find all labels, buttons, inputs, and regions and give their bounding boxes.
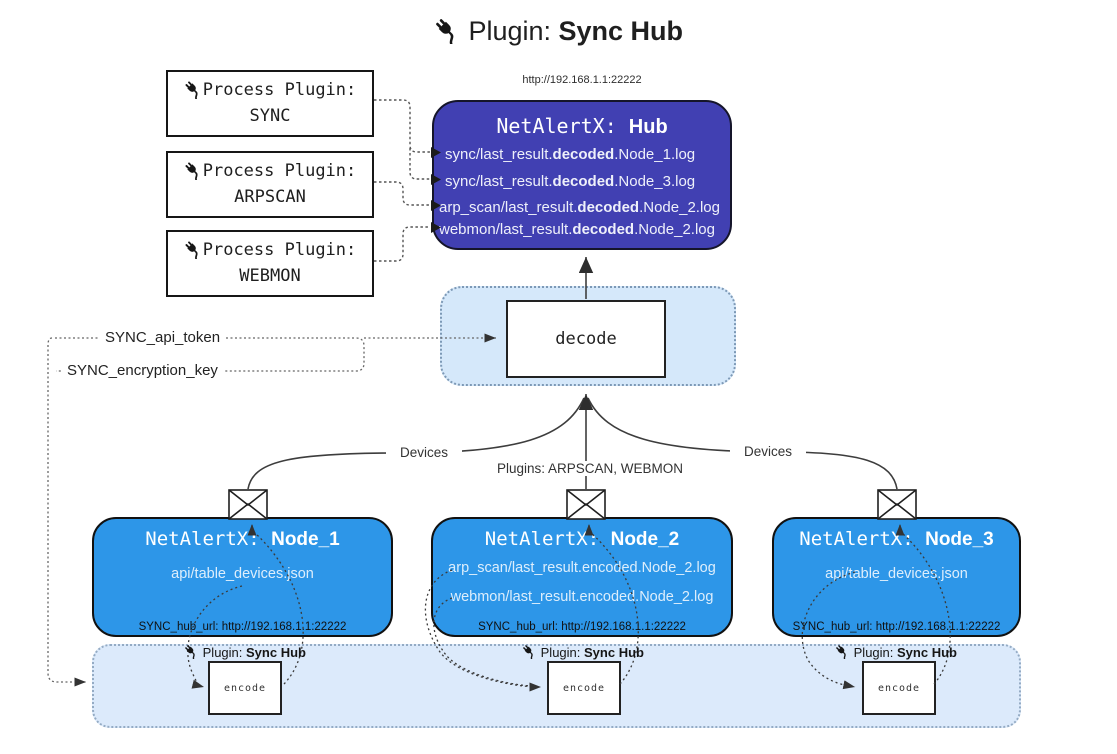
hub-log-line: webmon/last_result.decoded.Node_2.log [439,221,715,238]
process-plugin-box-webmon: Process Plugin: WEBMON [166,230,374,297]
hub-log-line: sync/last_result.decoded.Node_1.log [445,146,696,163]
plugin-to-hub-connectors [374,99,430,262]
process-plugin-box-arpscan: Process Plugin: ARPSCAN [166,151,374,218]
node-file: api/table_devices.json [171,566,314,582]
envelope-icon [877,489,917,520]
process-plugin-name: ARPSCAN [234,187,306,207]
node-hub-url: SYNC_hub_url: http://192.168.1.1:22222 [792,621,1001,633]
node-hub-url: SYNC_hub_url: http://192.168.1.1:22222 [138,621,347,633]
page-title: Plugin: Sync Hub [0,16,1117,47]
encoder-plugin-label: Plugin: Sync Hub [165,644,325,660]
hub-box: NetAlertX: Hub sync/last_result.decoded.… [432,100,732,250]
hub-url-label: http://192.168.1.1:22222 [522,74,642,86]
decode-label: decode [555,329,617,349]
sync-api-token-label: SYNC_api_token [100,329,226,346]
envelope-icon [566,489,606,520]
process-plugin-box-sync: Process Plugin: SYNC [166,70,374,137]
envelope-icon [228,489,268,520]
plug-icon [184,240,203,259]
plug-icon [835,644,850,659]
node-file: api/table_devices.json [825,566,968,582]
node-box-node1: NetAlertX: Node_1 api/table_devices.json… [92,517,393,637]
decode-box: decode [506,300,666,378]
devices-edge-label-left: Devices [386,445,462,460]
process-plugin-label: Process Plugin: [168,77,372,103]
node-box-node2: NetAlertX: Node_2 arp_scan/last_result.e… [431,517,733,637]
plug-icon [184,80,203,99]
process-plugin-label: Process Plugin: [168,237,372,263]
encoder-plugin-label: Plugin: Sync Hub [503,644,663,660]
process-plugin-name: SYNC [249,106,291,126]
devices-edge-label-right: Devices [730,444,806,459]
plug-icon [434,17,461,44]
hub-log-line: sync/last_result.decoded.Node_3.log [445,173,696,190]
node-title: NetAlertX: Node_1 [145,528,340,550]
page-title-bold: Sync Hub [558,16,684,46]
encode-box: encode [862,661,936,715]
node-box-node3: NetAlertX: Node_3 api/table_devices.json… [772,517,1021,637]
process-plugin-label: Process Plugin: [168,158,372,184]
sync-encryption-key-label: SYNC_encryption_key [62,362,223,379]
encode-box: encode [547,661,621,715]
node-hub-url: SYNC_hub_url: http://192.168.1.1:22222 [478,621,686,633]
encode-box: encode [208,661,282,715]
node-file: arp_scan/last_result.encoded.Node_2.log [448,560,716,576]
hub-log-line: arp_scan/last_result.decoded.Node_2.log [439,199,720,216]
encoder-plugin-label: Plugin: Sync Hub [816,644,976,660]
node-title: NetAlertX: Node_3 [799,528,994,550]
node-file: webmon/last_result.encoded.Node_2.log [450,589,714,605]
page-title-prefix: Plugin: [468,16,559,46]
plug-icon [184,644,199,659]
plugins-edge-label: Plugins: ARPSCAN, WEBMON [486,461,694,476]
node-title: NetAlertX: Node_2 [484,528,680,550]
hub-title: NetAlertX: Hub [496,114,668,138]
plug-icon [522,644,537,659]
process-plugin-name: WEBMON [239,266,301,286]
plug-icon [184,161,203,180]
